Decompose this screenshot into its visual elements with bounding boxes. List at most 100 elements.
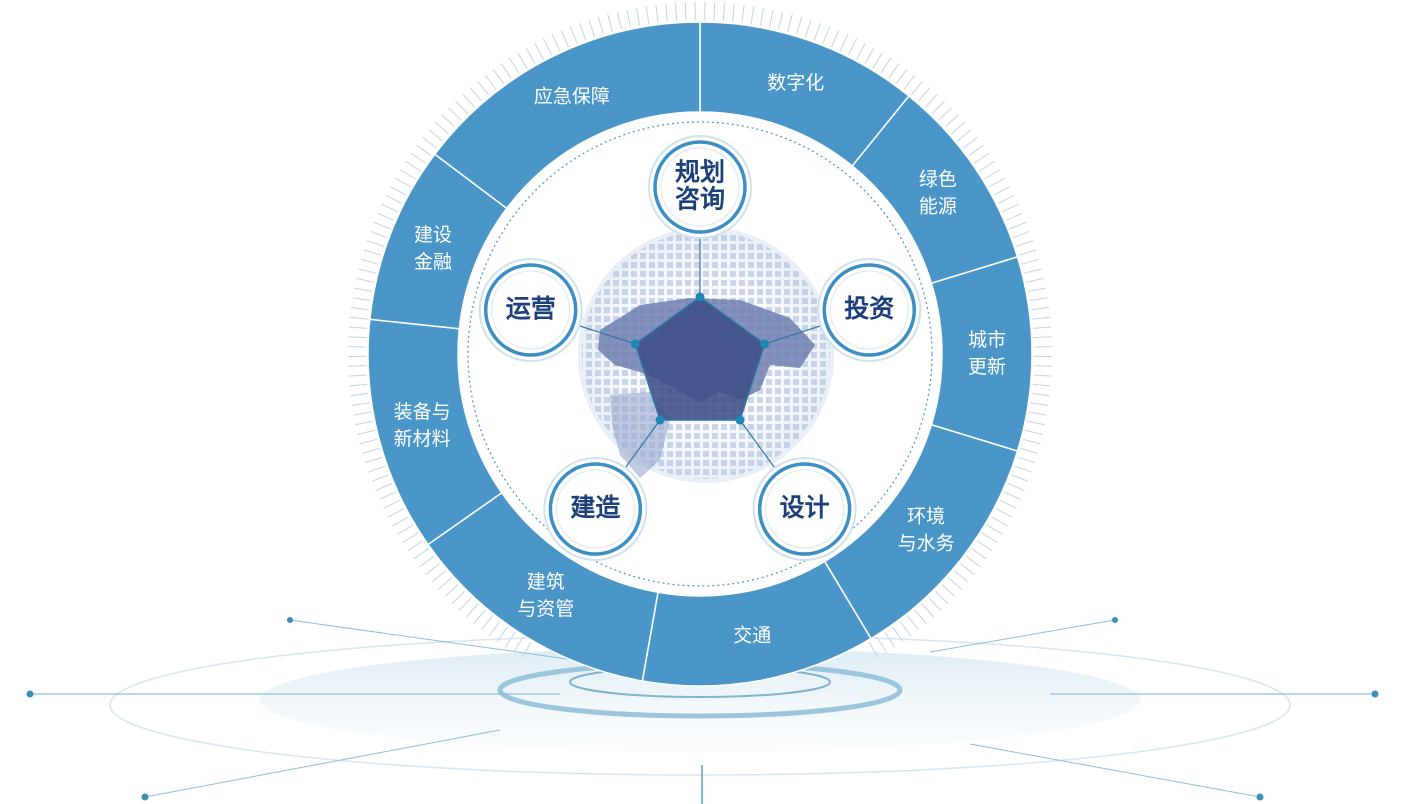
tick-mark bbox=[351, 306, 370, 311]
tick-mark bbox=[899, 621, 912, 637]
tick-mark bbox=[741, 4, 745, 23]
tick-mark bbox=[1033, 374, 1052, 377]
tick-mark bbox=[1030, 306, 1049, 311]
tick-mark bbox=[473, 609, 486, 624]
tick-mark bbox=[373, 221, 391, 230]
floor-ellipse-mid bbox=[260, 648, 1140, 752]
tick-mark bbox=[965, 555, 981, 568]
tick-mark bbox=[504, 631, 516, 648]
tick-mark bbox=[892, 626, 904, 642]
tick-mark bbox=[441, 114, 456, 128]
tick-mark bbox=[1026, 277, 1044, 283]
core-node-construction[interactable]: 建造 bbox=[543, 457, 648, 562]
tick-mark bbox=[462, 93, 476, 108]
tick-mark bbox=[413, 548, 429, 560]
tick-mark bbox=[1023, 268, 1042, 274]
floor-line-left-3 bbox=[144, 729, 501, 798]
floor-line-right-2 bbox=[929, 619, 1116, 653]
tick-mark bbox=[984, 169, 1001, 180]
dotted-circle bbox=[467, 121, 933, 587]
core-node-design[interactable]: 设计 bbox=[752, 457, 857, 562]
ring-segment-label: 数字化 bbox=[767, 72, 824, 94]
tick-mark bbox=[1011, 474, 1029, 482]
tick-mark bbox=[377, 212, 395, 221]
ring-segment-label: 绿色 bbox=[919, 169, 957, 191]
tick-mark bbox=[971, 548, 987, 560]
tick-mark bbox=[534, 42, 544, 60]
tick-mark bbox=[903, 74, 916, 90]
ring-segment-label: 能源 bbox=[919, 196, 957, 218]
tick-mark bbox=[455, 100, 469, 115]
ring-segment-shape bbox=[930, 255, 1033, 453]
tick-mark bbox=[399, 169, 416, 180]
tick-mark bbox=[848, 38, 857, 56]
tick-mark bbox=[957, 129, 972, 142]
tick-mark bbox=[358, 268, 377, 274]
ring-segment-label: 环境 bbox=[907, 506, 945, 528]
tick-mark bbox=[665, 3, 668, 22]
tick-mark bbox=[684, 2, 687, 21]
pentagon-vertex-dot bbox=[655, 415, 665, 425]
tick-mark bbox=[484, 74, 497, 90]
tick-mark bbox=[444, 583, 459, 598]
tick-mark bbox=[1029, 297, 1048, 302]
tick-mark bbox=[438, 577, 453, 590]
tick-mark bbox=[1033, 365, 1052, 367]
tick-mark bbox=[997, 194, 1015, 204]
tick-mark bbox=[348, 374, 367, 377]
tick-mark bbox=[732, 3, 735, 22]
tick-mark bbox=[954, 570, 969, 583]
tick-mark bbox=[750, 6, 755, 25]
tick-mark bbox=[941, 583, 956, 598]
tick-mark bbox=[360, 258, 379, 265]
tick-mark bbox=[492, 68, 505, 85]
tick-mark bbox=[944, 114, 959, 128]
tick-mark bbox=[356, 277, 374, 283]
tick-mark bbox=[362, 447, 380, 454]
tick-mark bbox=[349, 383, 368, 387]
tick-mark bbox=[917, 87, 931, 102]
floor-line-right-3 bbox=[969, 743, 1261, 798]
ring-segment-label: 与水务 bbox=[898, 533, 955, 555]
tick-mark bbox=[934, 590, 949, 605]
tick-mark bbox=[1003, 491, 1021, 500]
tick-mark bbox=[371, 474, 389, 482]
tick-mark bbox=[1009, 221, 1027, 230]
tick-mark bbox=[357, 429, 375, 435]
tick-mark bbox=[645, 6, 650, 25]
tick-mark bbox=[525, 47, 536, 64]
tick-mark bbox=[419, 555, 435, 568]
tick-mark bbox=[907, 615, 920, 631]
core-node-label: 规划 bbox=[675, 158, 725, 187]
core-node-label: 咨询 bbox=[675, 185, 725, 214]
ring-segment-label: 与资管 bbox=[517, 598, 574, 620]
core-node-label: 运营 bbox=[506, 294, 556, 323]
tick-mark bbox=[1012, 230, 1031, 239]
tick-mark bbox=[350, 393, 369, 397]
tick-mark bbox=[354, 287, 373, 292]
tick-mark bbox=[1007, 482, 1025, 491]
tick-mark bbox=[425, 562, 441, 575]
core-node-operation[interactable]: 运营 bbox=[478, 257, 583, 362]
core-node-label: 建造 bbox=[570, 493, 620, 522]
tick-mark bbox=[351, 402, 370, 406]
tick-mark bbox=[1018, 249, 1037, 256]
pentagon-vertex-dot bbox=[630, 339, 640, 349]
core-node-investment[interactable]: 投资 bbox=[817, 257, 922, 362]
tick-mark bbox=[390, 186, 407, 196]
pentagon-vertex-dot bbox=[735, 415, 745, 425]
tick-mark bbox=[513, 636, 524, 653]
tick-mark bbox=[1027, 287, 1046, 292]
tick-mark bbox=[1027, 420, 1045, 426]
tick-mark bbox=[1014, 465, 1032, 473]
tick-mark bbox=[1001, 203, 1019, 213]
tick-mark bbox=[884, 631, 896, 648]
tick-mark bbox=[353, 411, 372, 416]
tick-mark bbox=[348, 365, 367, 367]
floor-dot bbox=[1371, 690, 1379, 698]
tick-mark bbox=[469, 87, 483, 102]
tick-mark bbox=[839, 34, 849, 52]
spoke-line bbox=[739, 419, 779, 473]
